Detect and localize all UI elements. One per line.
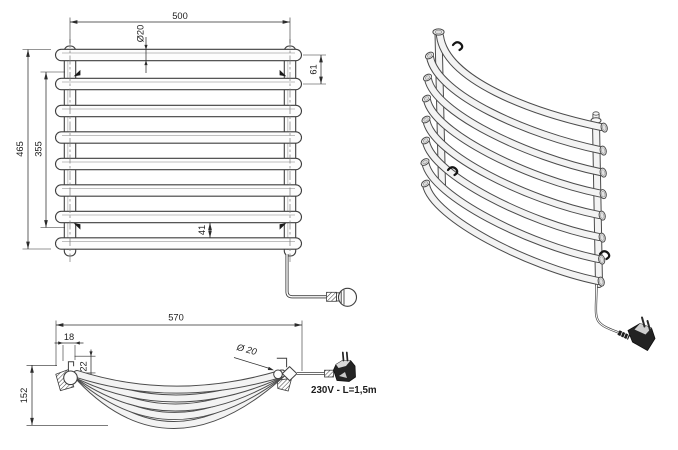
dim-label-465: 465 (15, 141, 25, 157)
power-spec-label: 230V - L=1,5m (311, 385, 377, 396)
tube-end-right (273, 369, 283, 380)
bracket-right (276, 357, 288, 368)
front-rails (63, 45, 297, 257)
dim-tube-diameter-front: Ø20 (136, 25, 148, 73)
top-view: 570 152 18 22 (19, 313, 377, 429)
front-view: 500 Ø20 61 465 355 (15, 11, 358, 307)
wall-hooks (446, 41, 611, 261)
bar-end-caps-left (420, 51, 435, 188)
front-power-cable (285, 254, 358, 307)
hook-icon (446, 166, 459, 177)
perspective-view (420, 28, 656, 351)
plug-perspective (627, 316, 656, 351)
dim-width-500: 500 (69, 11, 291, 44)
dim-label-41: 41 (197, 225, 207, 235)
dim-top-pitch-61: 61 (303, 54, 326, 85)
dim-depth-152: 152 (19, 364, 108, 426)
dim-width-570: 570 (55, 313, 303, 371)
dim-label-500: 500 (172, 11, 188, 21)
connector-right (281, 366, 298, 382)
bowed-tubes (72, 369, 286, 429)
rail-top-cap (432, 28, 445, 36)
dim-height-465: 465 (15, 49, 51, 250)
dim-label-18: 18 (64, 332, 74, 342)
dim-bracket-18: 18 (54, 332, 84, 361)
persp-power-cable (594, 284, 656, 351)
wall-plate-right (276, 377, 293, 392)
dim-bottom-gap-41: 41 (197, 222, 212, 238)
persp-bars (421, 32, 605, 285)
weld-markers (73, 69, 287, 230)
plug-pin (345, 351, 349, 362)
plug-front-view (336, 287, 358, 307)
hook-icon (451, 41, 464, 52)
dim-mount-span-355: 355 (34, 71, 65, 228)
dim-label-tube-diameter-front: Ø20 (136, 25, 146, 43)
dim-label-61: 61 (309, 64, 319, 74)
dim-label-152: 152 (19, 388, 29, 404)
cable-collar (617, 330, 631, 340)
dim-label-tube-diameter-top: Ø 20 (235, 342, 259, 357)
dim-label-22: 22 (79, 361, 89, 371)
cable-collar (326, 291, 337, 302)
plug-side-view (333, 351, 356, 382)
hook-icon (598, 250, 611, 261)
dim-tube-diameter-top: Ø 20 (233, 342, 274, 371)
plug-pin (646, 320, 651, 331)
top-power-cable: 230V - L=1,5m (296, 351, 377, 396)
cable-collar (324, 369, 334, 378)
tube-end-left (63, 370, 78, 386)
bar-end-caps-right (597, 122, 608, 287)
front-bars (54, 48, 303, 250)
dim-label-570: 570 (168, 313, 184, 323)
bracket-left (67, 361, 75, 372)
plug-pin (641, 316, 646, 328)
dim-label-355: 355 (34, 141, 44, 157)
plug-pin (341, 351, 345, 362)
